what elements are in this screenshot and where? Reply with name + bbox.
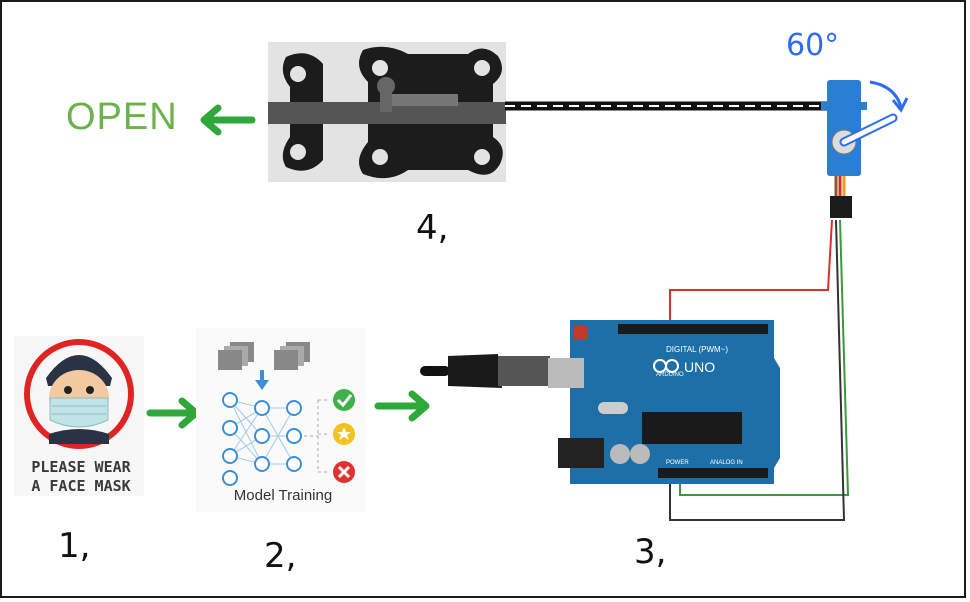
step-2-label: 2, [264, 536, 297, 576]
arrow-right-icon [374, 390, 430, 422]
servo-motor-image [821, 80, 909, 176]
step-3-label: 3, [634, 532, 667, 572]
arduino-analog-label: ANALOG IN [710, 460, 743, 466]
step-1-label: 1, [58, 526, 91, 566]
servo-connector [830, 176, 852, 218]
latch-cable [505, 101, 840, 111]
servo-angle-label: 60° [786, 28, 840, 63]
arduino-brand-label: UNO [684, 359, 715, 375]
model-training-image [196, 328, 366, 512]
mask-caption: PLEASE WEAR A FACE MASK [31, 458, 131, 495]
face-mask-sign-image [14, 336, 144, 496]
step-4-label: 4, [416, 208, 449, 248]
arduino-name-label: ARDUINO [656, 372, 684, 378]
servo-wires [669, 219, 850, 521]
arduino-power-label: POWER [666, 460, 689, 466]
arduino-digital-label: DIGITAL (PWM~) [666, 345, 728, 354]
open-arrow-icon [200, 104, 256, 136]
model-caption: Model Training [233, 487, 333, 504]
open-label: OPEN [66, 96, 178, 138]
arduino-uno-board-image: DIGITAL (PWM~) ARDUINO UNO POWER ANALOG … [548, 320, 780, 484]
door-latch-image [268, 42, 506, 182]
